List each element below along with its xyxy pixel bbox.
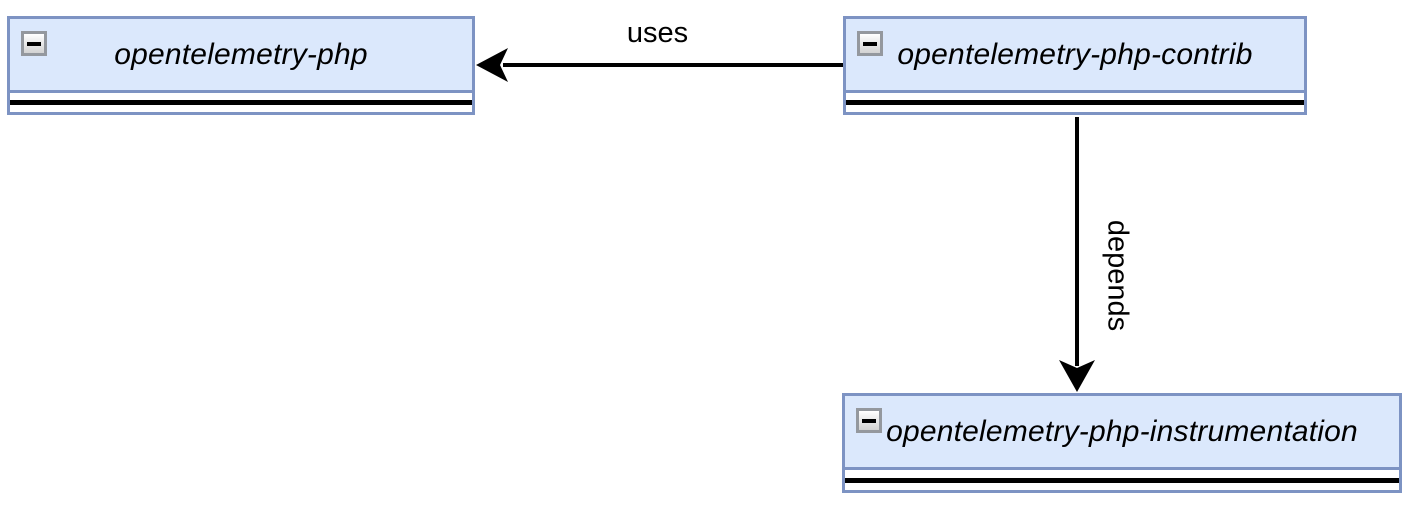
- node-label: opentelemetry-php: [114, 37, 368, 71]
- edge-uses[interactable]: [476, 48, 843, 82]
- compartment-divider: [846, 100, 1304, 105]
- edge-depends[interactable]: [1059, 117, 1095, 392]
- node-compartment: [10, 90, 472, 112]
- minus-icon: [862, 418, 876, 423]
- node-opentelemetry-php[interactable]: opentelemetry-php: [7, 16, 475, 115]
- node-label: opentelemetry-php-instrumentation: [886, 414, 1358, 448]
- compartment-divider: [10, 100, 472, 105]
- minus-icon: [27, 41, 41, 46]
- node-title-bar: opentelemetry-php: [10, 19, 472, 90]
- collapse-button[interactable]: [21, 31, 47, 56]
- arrowhead-down-icon: [1059, 360, 1095, 392]
- node-opentelemetry-php-instrumentation[interactable]: opentelemetry-php-instrumentation: [842, 393, 1402, 493]
- node-opentelemetry-php-contrib[interactable]: opentelemetry-php-contrib: [843, 16, 1307, 115]
- node-compartment: [845, 467, 1399, 490]
- compartment-divider: [845, 477, 1399, 483]
- node-title-bar: opentelemetry-php-contrib: [846, 19, 1304, 90]
- node-compartment: [846, 90, 1304, 112]
- edge-label-depends: depends: [1101, 219, 1134, 332]
- collapse-button[interactable]: [857, 31, 883, 56]
- edge-label-uses: uses: [626, 17, 689, 49]
- collapse-button[interactable]: [856, 408, 882, 433]
- arrowhead-left-icon: [476, 48, 508, 82]
- node-label: opentelemetry-php-contrib: [897, 37, 1253, 71]
- node-title-bar: opentelemetry-php-instrumentation: [845, 396, 1399, 467]
- minus-icon: [863, 41, 877, 46]
